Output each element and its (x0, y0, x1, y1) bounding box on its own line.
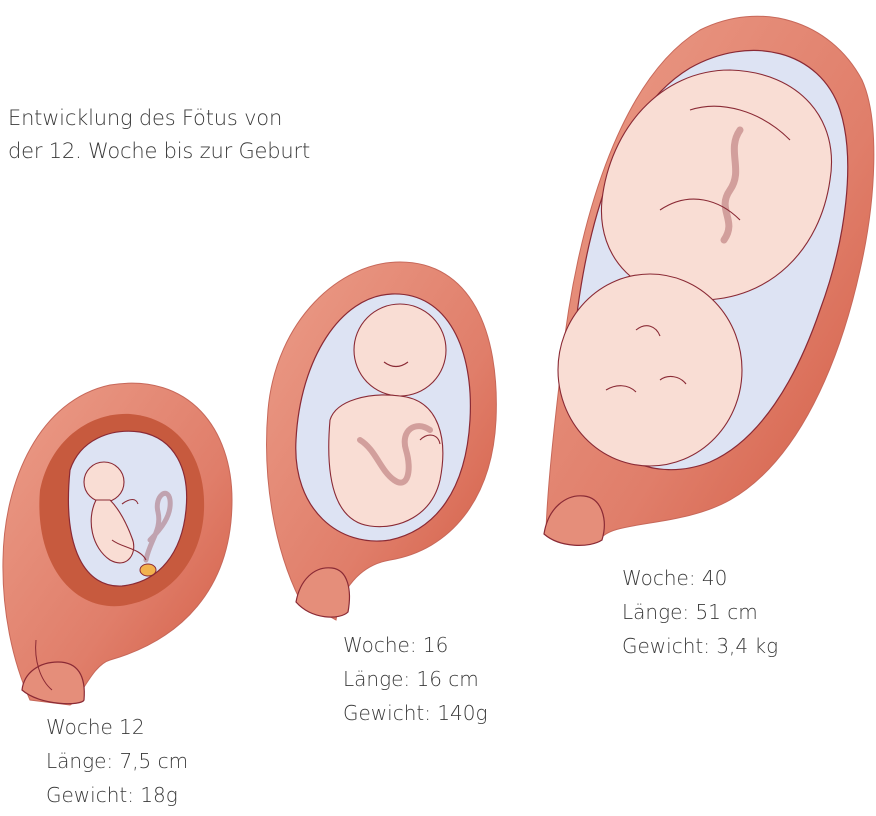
yolk-sac-week-12 (140, 564, 156, 576)
uterus-week-12 (3, 383, 232, 705)
length-label-16: Länge: 16 cm (343, 662, 488, 696)
weight-label-12: Gewicht: 18g (46, 778, 188, 812)
caption-week-16: Woche: 16 Länge: 16 cm Gewicht: 140g (343, 628, 488, 730)
uterus-week-40 (544, 16, 874, 545)
week-label-12: Woche 12 (46, 710, 188, 744)
weight-label-40: Gewicht: 3,4 kg (622, 629, 778, 663)
caption-week-12: Woche 12 Länge: 7,5 cm Gewicht: 18g (46, 710, 188, 812)
week-label-16: Woche: 16 (343, 628, 488, 662)
length-label-40: Länge: 51 cm (622, 595, 778, 629)
weight-label-16: Gewicht: 140g (343, 696, 488, 730)
uterus-week-16 (267, 262, 497, 620)
caption-week-40: Woche: 40 Länge: 51 cm Gewicht: 3,4 kg (622, 561, 778, 663)
week-label-40: Woche: 40 (622, 561, 778, 595)
length-label-12: Länge: 7,5 cm (46, 744, 188, 778)
